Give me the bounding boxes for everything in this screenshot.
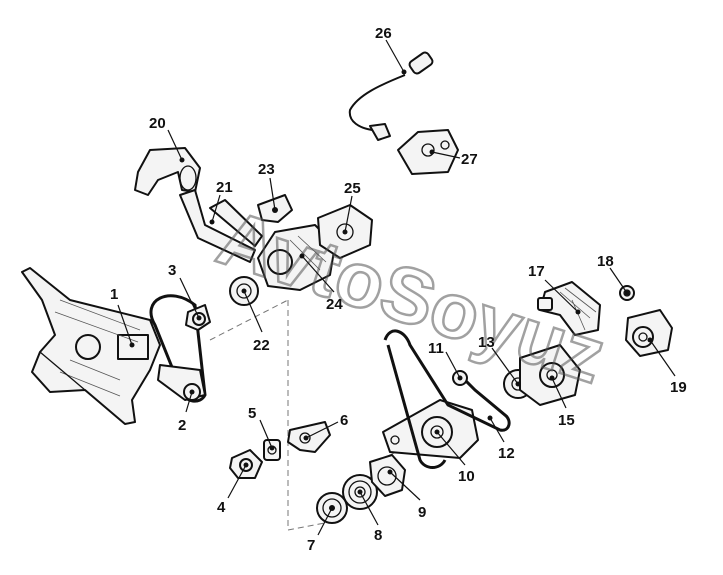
part-water-pump-24 bbox=[257, 224, 336, 291]
callout-21: 21 bbox=[216, 179, 233, 196]
callout-18: 18 bbox=[597, 253, 614, 270]
part-hose-elbow-20 bbox=[134, 147, 201, 196]
part-distributor-cap-27 bbox=[397, 129, 459, 175]
part-cam-housing bbox=[519, 344, 581, 406]
callout-6: 6 bbox=[340, 412, 348, 429]
part-idler-plate bbox=[382, 399, 479, 459]
callout-17: 17 bbox=[528, 263, 545, 280]
part-timing-cover bbox=[21, 267, 161, 425]
callout-5: 5 bbox=[248, 405, 256, 422]
part-timing-belt bbox=[383, 329, 511, 469]
callout-11: 11 bbox=[428, 340, 444, 357]
callout-12: 12 bbox=[498, 445, 515, 462]
callout-leaders bbox=[117, 39, 676, 536]
watermark-text: AvtoSoyuz bbox=[208, 193, 616, 400]
callout-9: 9 bbox=[418, 504, 426, 521]
callout-3: 3 bbox=[168, 262, 176, 279]
callout-8: 8 bbox=[374, 527, 382, 544]
callout-15: 15 bbox=[558, 412, 575, 429]
part-sensor-housing-19 bbox=[625, 309, 673, 357]
callout-10: 10 bbox=[458, 468, 475, 485]
callout-2: 2 bbox=[178, 417, 186, 434]
callout-7: 7 bbox=[307, 537, 315, 554]
callout-26: 26 bbox=[375, 25, 392, 42]
part-washer-plate bbox=[369, 454, 406, 497]
callout-1: 1 bbox=[110, 286, 118, 303]
callout-24: 24 bbox=[326, 296, 343, 313]
callout-27: 27 bbox=[461, 151, 478, 168]
callout-labels: 1 2 3 4 5 6 7 8 9 10 11 12 13 15 17 18 1… bbox=[110, 25, 687, 554]
callout-25: 25 bbox=[344, 180, 361, 197]
callout-23: 23 bbox=[258, 161, 275, 178]
watermark: AvtoSoyuz bbox=[207, 192, 617, 402]
callout-19: 19 bbox=[670, 379, 687, 396]
callout-20: 20 bbox=[149, 115, 166, 132]
part-mount-bracket-17 bbox=[537, 281, 601, 336]
part-small-bracket-4 bbox=[229, 449, 263, 479]
part-sensor-cable-26 bbox=[348, 51, 434, 141]
part-coolant-pipes-21 bbox=[179, 189, 263, 263]
callout-4: 4 bbox=[217, 499, 226, 516]
callout-22: 22 bbox=[253, 337, 270, 354]
callout-13: 13 bbox=[478, 334, 495, 351]
